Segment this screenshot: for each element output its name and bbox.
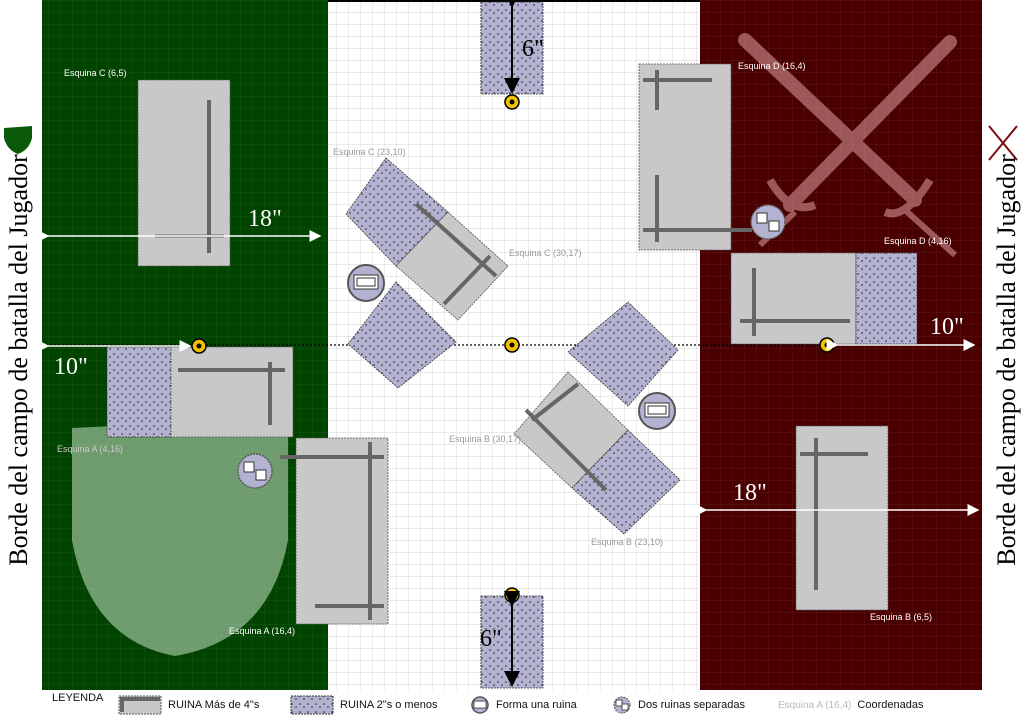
corner-label-a-bottom: Esquina A (16,4) bbox=[229, 626, 295, 636]
measure-left-10: 10" bbox=[54, 354, 88, 380]
right-player-edge-title: Borde del campo de batalla del Jugador bbox=[992, 154, 1021, 566]
corner-label-b-mid-low: Esquina B (23,10) bbox=[591, 537, 663, 547]
one-ruin-token-right bbox=[638, 392, 676, 430]
shield-icon bbox=[4, 126, 32, 154]
legend-two-ruins-label: Dos ruinas separadas bbox=[638, 699, 746, 711]
corner-label-b-right: Esquina B (6,5) bbox=[870, 612, 932, 622]
corner-label-a-left: Esquina A (4,16) bbox=[57, 444, 123, 454]
one-ruin-token-left bbox=[347, 264, 385, 302]
two-ruins-token-left bbox=[237, 453, 273, 489]
left-player-edge-title: Borde del campo de batalla del Jugador bbox=[4, 154, 33, 566]
one-ruin-icon bbox=[471, 696, 489, 714]
legend-ruin-big: RUINA Más de 4"s bbox=[118, 690, 259, 720]
ruin-small-swatch bbox=[290, 695, 334, 715]
objective-marker-bottom bbox=[504, 587, 520, 603]
legend-ruin-big-label: RUINA Más de 4"s bbox=[168, 699, 260, 711]
measure-left-18: 18" bbox=[248, 206, 282, 232]
corner-label-d-right: Esquina D (4,16) bbox=[884, 236, 952, 246]
ruin-left-mid bbox=[106, 346, 294, 438]
legend-ruin-small: RUINA 2"s o menos bbox=[290, 690, 437, 720]
ruin-right-top bbox=[638, 63, 752, 251]
corner-label-c-mid-top: Esquina C (23,10) bbox=[333, 147, 406, 157]
ruin-big-swatch bbox=[118, 695, 162, 715]
two-ruins-icon bbox=[613, 696, 631, 714]
legend-bar: LEYENDA RUINA Más de 4"s RUINA 2"s o men… bbox=[0, 690, 1024, 720]
legend-coords-label: Coordenadas bbox=[857, 699, 924, 711]
two-ruins-token-right bbox=[750, 204, 786, 240]
ruin-left-top bbox=[137, 79, 231, 267]
crossed-swords-icon bbox=[988, 125, 1018, 161]
objective-marker-right bbox=[819, 337, 835, 353]
legend-coord-sample: Esquina A (16,4) bbox=[778, 699, 852, 711]
legend-one-ruin: Forma una ruina bbox=[470, 690, 577, 720]
corner-label-d-top: Esquina D (16,4) bbox=[738, 61, 806, 71]
measure-bottom-6: 6" bbox=[480, 626, 502, 652]
ruin-right-mid bbox=[730, 252, 918, 345]
legend-one-ruin-label: Forma una ruina bbox=[496, 699, 577, 711]
ruin-right-bottom bbox=[795, 425, 889, 611]
shield-watermark bbox=[72, 418, 288, 656]
ruin-left-bottom bbox=[280, 437, 389, 625]
objective-marker-left bbox=[191, 338, 207, 354]
legend-coordinates: Esquina A (16,4) Coordenadas bbox=[778, 690, 923, 720]
corner-label-b-mid: Esquina B (30,17) bbox=[449, 434, 521, 444]
objective-marker-center bbox=[504, 337, 520, 353]
ruin-center-upper-left bbox=[345, 157, 509, 389]
ruin-center-lower-right bbox=[513, 301, 681, 535]
legend-title: LEYENDA bbox=[52, 692, 104, 704]
measure-right-18: 18" bbox=[733, 480, 767, 506]
measure-top-6: 6" bbox=[522, 36, 544, 62]
objective-marker-top bbox=[504, 94, 520, 110]
legend-two-ruins: Dos ruinas separadas bbox=[612, 690, 745, 720]
measure-right-10: 10" bbox=[930, 314, 964, 340]
legend-ruin-small-label: RUINA 2"s o menos bbox=[340, 699, 438, 711]
corner-label-c-left: Esquina C (6,5) bbox=[64, 68, 127, 78]
corner-label-c-mid: Esquina C (30,17) bbox=[509, 248, 582, 258]
